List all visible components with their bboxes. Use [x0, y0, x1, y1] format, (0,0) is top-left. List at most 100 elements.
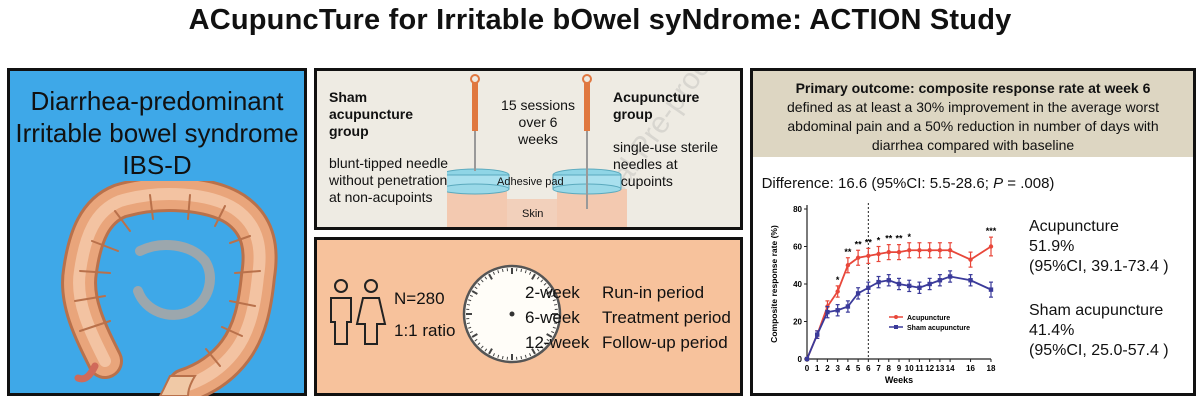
acu-group-label-1: Acupuncture — [613, 89, 700, 105]
acupuncture-result: Acupuncture 51.9% (95%CI, 39.1-73.4 ) — [1029, 217, 1169, 277]
clock-tick — [546, 290, 553, 295]
sessions-3: weeks — [518, 131, 558, 147]
x-tick-label: 9 — [897, 364, 902, 373]
sham-group-label-2: acupuncture — [329, 106, 414, 122]
clock-tick — [546, 338, 550, 342]
data-point — [937, 278, 943, 283]
clock-tick — [531, 273, 536, 280]
clock-tick — [552, 299, 556, 302]
clock-tick — [484, 276, 488, 280]
x-tick-label: 16 — [966, 364, 975, 373]
condition-panel: Diarrhea-predominant Irritable bowel syn… — [7, 68, 307, 396]
clock-tick — [466, 322, 471, 325]
data-point — [845, 304, 851, 309]
needle-diagram — [447, 74, 627, 227]
acu-result-name: Acupuncture — [1029, 218, 1119, 235]
period-row: 6-week Treatment period — [525, 307, 731, 332]
data-point — [988, 244, 994, 249]
clock-tick — [484, 348, 488, 352]
clock-tick — [551, 331, 555, 334]
people-icon — [330, 279, 387, 345]
clock-tick — [553, 303, 558, 306]
sham-result-rate: 41.4% — [1029, 322, 1075, 339]
series-line-acupuncture — [806, 245, 992, 360]
sham-description: blunt-tipped needle without penetration … — [329, 155, 448, 206]
sham-needle-handle — [472, 83, 478, 131]
clock-tick — [468, 326, 472, 329]
adhesive-pad-label: Adhesive pad — [497, 176, 564, 188]
sessions-label: 15 sessions over 6 weeks — [493, 97, 583, 148]
clock-tick — [553, 322, 558, 325]
clock-tick — [529, 353, 532, 357]
acupuncture-group-label: Acupuncture group — [613, 89, 699, 123]
period-list: 2-week Run-in period 6-week Treatment pe… — [525, 282, 731, 357]
data-point — [886, 278, 891, 283]
skin-label: Skin — [522, 208, 544, 220]
sham-desc-1: blunt-tipped needle — [329, 155, 449, 171]
acu-result-rate: 51.9% — [1029, 238, 1075, 255]
clock-tick — [474, 338, 478, 342]
data-point — [896, 249, 902, 255]
significance-marker: * — [836, 275, 840, 285]
sham-group-label-3: group — [329, 123, 369, 139]
data-point — [855, 255, 861, 260]
clock-tick — [520, 268, 523, 273]
data-point — [917, 248, 922, 253]
data-point — [968, 257, 973, 262]
data-point — [835, 289, 840, 294]
data-point — [896, 281, 902, 287]
x-tick-label: 8 — [887, 364, 892, 373]
difference-prefix: Difference: 16.6 (95%CI: 5.5-28.6; — [761, 175, 994, 192]
data-point — [855, 291, 861, 296]
x-tick-label: 18 — [987, 364, 996, 373]
period-name: Run-in period — [602, 283, 705, 302]
clock-tick — [480, 345, 484, 349]
sessions-1: 15 sessions — [501, 97, 575, 113]
x-tick-label: 2 — [825, 364, 830, 373]
x-tick-label: 0 — [805, 364, 810, 373]
randomization-ratio: 1:1 ratio — [394, 321, 456, 340]
significance-marker: ** — [855, 239, 863, 249]
sham-group-label-1: Sham — [329, 89, 368, 105]
clock-tick — [474, 286, 478, 290]
data-point — [886, 249, 891, 255]
outcome-def-2: abdominal pain and a 50% reduction in nu… — [787, 118, 1159, 134]
significance-marker: * — [877, 236, 881, 246]
y-tick-label: 40 — [793, 280, 802, 289]
data-point — [907, 283, 912, 289]
data-point — [876, 279, 881, 285]
data-point — [968, 278, 973, 283]
clock-tick — [546, 286, 550, 290]
clock-tick — [492, 353, 495, 357]
period-duration: 2-week — [525, 283, 580, 302]
data-point — [907, 248, 912, 253]
x-tick-label: 12 — [925, 364, 934, 373]
clock-tick — [488, 348, 493, 355]
period-duration: 12-week — [525, 333, 590, 352]
x-tick-label: 4 — [846, 364, 851, 373]
clock-tick — [469, 331, 473, 334]
colon-illustration — [61, 181, 278, 396]
y-tick-label: 0 — [798, 355, 803, 364]
x-axis-label: Weeks — [885, 375, 913, 385]
significance-marker: ** — [895, 234, 903, 244]
clock-tick — [477, 282, 481, 286]
data-point — [917, 285, 922, 290]
outcome-panel: Primary outcome: composite response rate… — [750, 68, 1196, 396]
condition-line-2: Irritable bowel syndrome — [15, 118, 299, 148]
period-duration: 6-week — [525, 308, 580, 327]
significance-marker: ** — [844, 247, 852, 257]
clock-tick — [536, 348, 540, 352]
difference-p: P — [993, 175, 1004, 192]
period-name: Treatment period — [602, 308, 731, 327]
clock-tick — [471, 333, 478, 338]
clock-tick — [529, 271, 532, 275]
data-point — [866, 285, 871, 290]
data-point — [825, 309, 830, 315]
legend-marker — [894, 315, 898, 319]
data-point — [835, 308, 840, 313]
x-tick-label: 13 — [935, 364, 944, 373]
legend-label: Sham acupuncture — [907, 325, 970, 332]
clock-tick — [480, 279, 484, 283]
